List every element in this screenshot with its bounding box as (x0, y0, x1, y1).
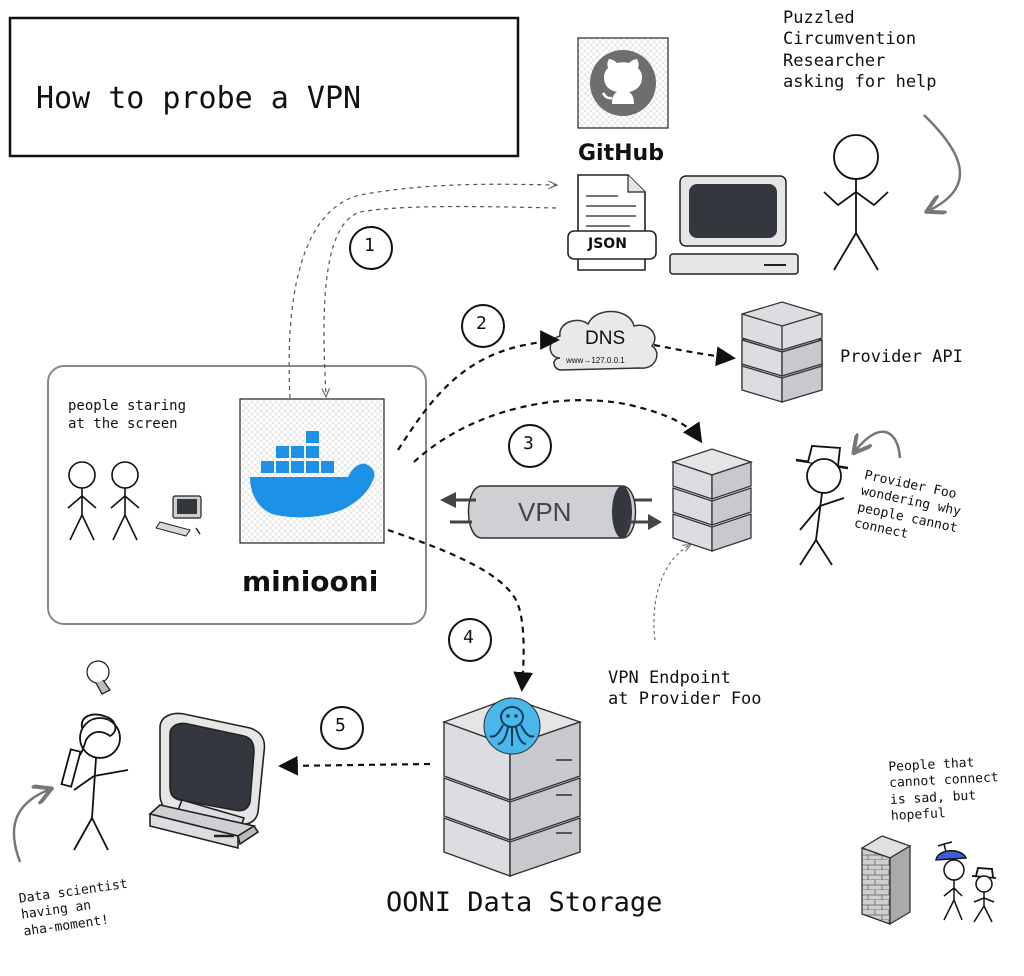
arrow-return-config (324, 205, 557, 396)
people-staring-note: people staring at the screen (68, 398, 187, 432)
provider-foo-figure (795, 445, 849, 566)
arrow-to-data-scientist (278, 755, 431, 776)
puzzled-researcher-figure (823, 134, 889, 271)
arrow-dns-to-provider-api (653, 343, 736, 367)
lightbulb-icon (86, 660, 111, 695)
dns-cloud-icon (549, 310, 658, 371)
github-label: GitHub (578, 141, 664, 166)
page-title: How to probe a VPN (36, 81, 362, 116)
dns-label: DNS (585, 328, 626, 349)
sad-people-figures (935, 841, 997, 923)
researcher-curved-arrow (924, 114, 962, 210)
data-scientist-figure (60, 713, 129, 851)
ooni-octopus-logo (483, 697, 541, 755)
firewall-icon (860, 835, 912, 926)
sad-people-note: People that cannot connect is sad, but h… (888, 755, 1000, 824)
docker-logo (239, 398, 385, 544)
data-scientist-computer-icon (148, 712, 266, 850)
storage-label: OONI Data Storage (386, 887, 663, 918)
arrow-to-vpn-endpoint (413, 399, 703, 463)
provider-api-server-icon (741, 301, 823, 403)
json-document-icon (567, 174, 657, 271)
step-1-label: 1 (364, 235, 375, 256)
provider-api-label: Provider API (840, 347, 963, 367)
arrow-to-dns (397, 330, 560, 451)
title-box (8, 16, 520, 158)
json-file-label: JSON (588, 236, 627, 252)
researcher-computer-icon (669, 175, 799, 275)
provider-foo-curved-arrow (856, 430, 902, 459)
arrow-fetch-config (288, 184, 556, 399)
step-4-label: 4 (463, 627, 474, 648)
vpn-endpoint-label: VPN Endpoint at Provider Foo (608, 668, 762, 710)
ooni-data-storage-icon (441, 697, 583, 877)
arrow-to-storage (387, 528, 534, 692)
people-staring-figures (67, 461, 140, 541)
researcher-note: Puzzled Circumvention Researcher asking … (783, 8, 937, 92)
github-logo (577, 37, 669, 129)
vpn-tunnel-icon (440, 485, 662, 539)
step-5-label: 5 (335, 715, 346, 736)
step-circles (320, 226, 552, 750)
small-computer-icon (155, 495, 202, 537)
step-2-label: 2 (476, 313, 487, 334)
miniooni-label: miniooni (242, 565, 379, 598)
endpoint-pointer-line (653, 545, 690, 641)
data-scientist-curved-arrow (12, 790, 48, 863)
dns-sublabel: www→127.0.0.1 (566, 356, 625, 365)
step-3-label: 3 (523, 433, 534, 454)
vpn-endpoint-server-icon (670, 448, 754, 552)
vpn-tunnel-label: VPN (518, 497, 572, 527)
